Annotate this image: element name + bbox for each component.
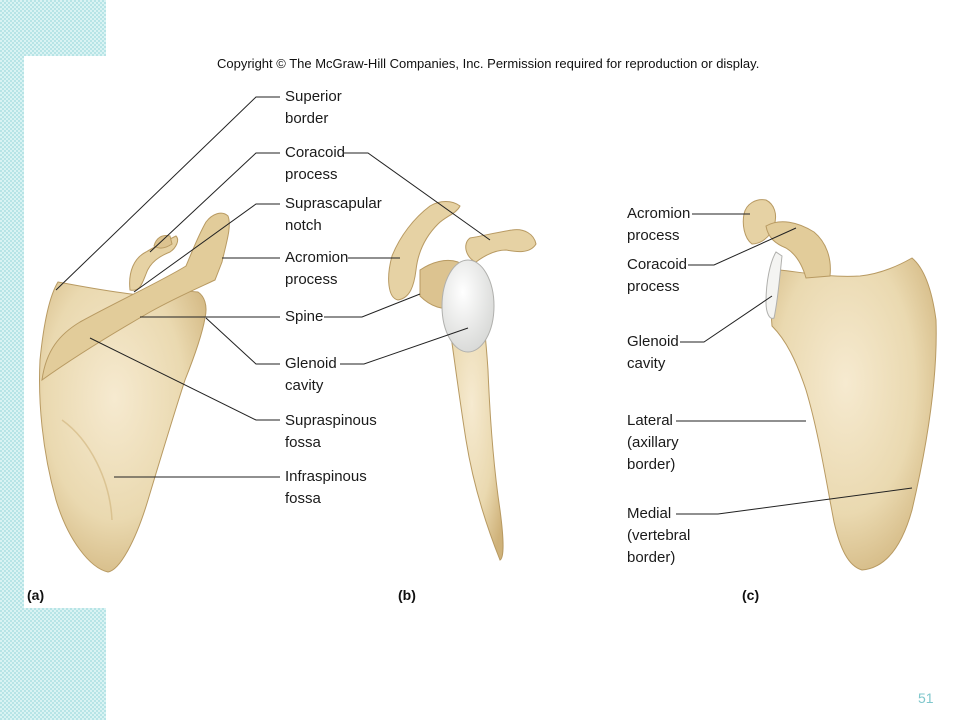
leader-glenoid-a bbox=[205, 317, 280, 365]
panel-label-b: (b) bbox=[398, 587, 416, 603]
scapula-b-blade bbox=[445, 299, 504, 561]
scapula-c-body bbox=[771, 257, 937, 571]
scapula-b-glenoid-cavity bbox=[441, 259, 495, 353]
scapula-posterior-view bbox=[39, 212, 230, 573]
leader-glenoid-c bbox=[680, 295, 773, 343]
leader-coracoid-c bbox=[688, 227, 797, 266]
scapula-c-coracoid bbox=[765, 221, 831, 279]
leader-medial-border bbox=[676, 487, 913, 515]
leader-supraspinous bbox=[89, 337, 280, 421]
leader-suprascapular-notch bbox=[133, 203, 280, 293]
leader-coracoid-b bbox=[344, 152, 491, 241]
scapula-a-spine bbox=[41, 212, 230, 382]
scapula-c-glenoid-cavity bbox=[765, 251, 783, 319]
scapula-lateral-view bbox=[388, 201, 537, 561]
leader-coracoid-a bbox=[149, 152, 280, 253]
panel-label-a: (a) bbox=[27, 587, 45, 603]
scapula-a-coracoid-tip bbox=[153, 235, 173, 249]
slide-number: 51 bbox=[918, 690, 934, 706]
leader-glenoid-b bbox=[340, 327, 469, 365]
leader-superior-border bbox=[55, 96, 280, 291]
scapula-b-acromion bbox=[388, 201, 461, 301]
scapula-a-coracoid bbox=[129, 235, 179, 291]
panel-label-c: (c) bbox=[742, 587, 760, 603]
leader-lines bbox=[55, 96, 913, 515]
copyright-notice: Copyright © The McGraw-Hill Companies, I… bbox=[217, 56, 760, 71]
scapula-anterior-view bbox=[742, 199, 937, 571]
label-spine: Spine bbox=[285, 308, 324, 325]
leader-spine-b bbox=[324, 293, 421, 318]
scapula-b-coracoid bbox=[465, 229, 537, 263]
